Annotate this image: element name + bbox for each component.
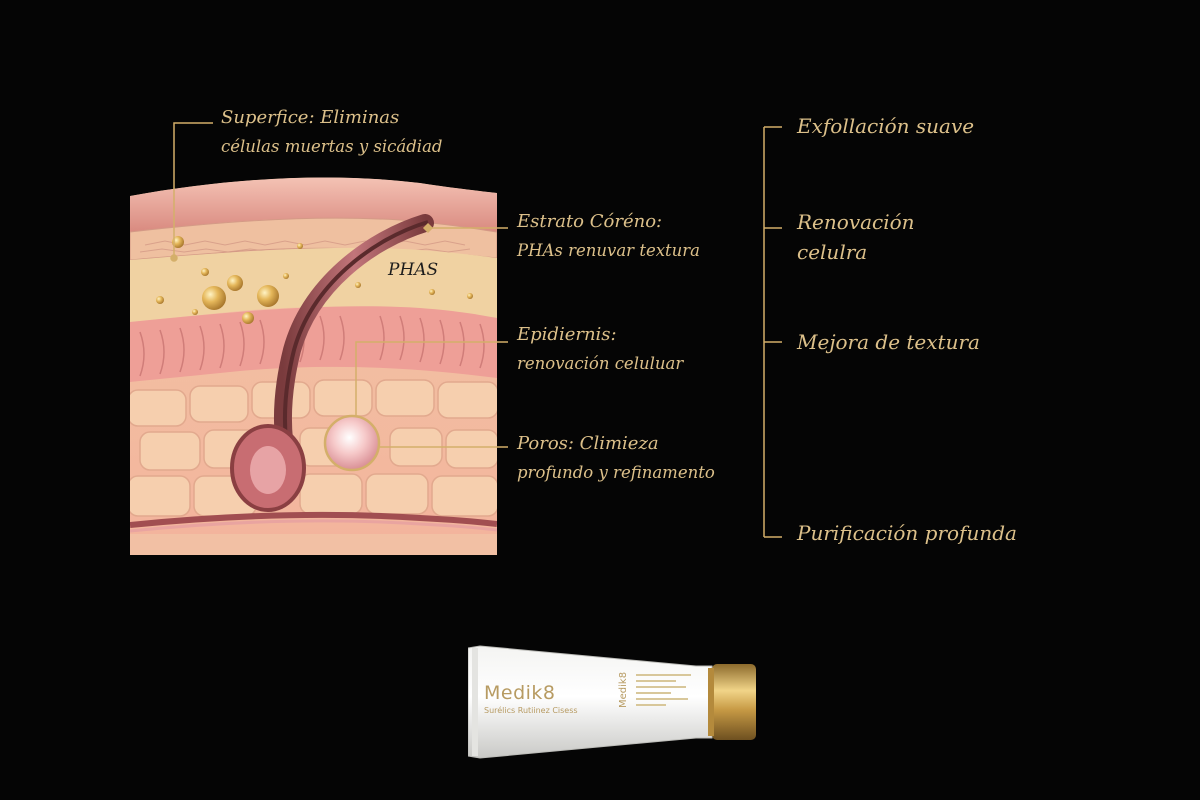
skin-layers: [130, 177, 497, 555]
hair-follicle: [230, 214, 434, 512]
product-fine-print: [636, 670, 696, 732]
product-brand: Medik8: [484, 682, 556, 704]
leader-lines: [170, 122, 508, 448]
benefits-bracket: [763, 126, 782, 538]
annotation-pores: Poros: Climieza profundo y refinamento: [517, 433, 715, 482]
annotation-epidermis: Epidiernis: renovación celuluar: [517, 324, 684, 373]
annotation-stratum-corneum: Estrato Córéno: PHAs renuvar textura: [517, 211, 700, 260]
pha-bubbles: [156, 236, 473, 324]
product-tube: Medik8 Surélics Rutiinez Cisess Medik8: [468, 642, 758, 762]
product-subtitle: Surélics Rutiinez Cisess: [484, 706, 578, 715]
annotation-surface: Superfice: Eliminas células muertas y si…: [221, 107, 443, 156]
benefit-exfoliation: Exfollación suave: [797, 114, 975, 138]
phas-label: PHAS: [388, 260, 439, 280]
pore-icon: [323, 414, 381, 472]
benefit-renewal: Renovación celulra: [797, 210, 915, 264]
product-side-brand: Medik8: [618, 671, 629, 708]
benefit-texture: Mejora de textura: [797, 330, 980, 354]
benefit-purification: Purificación profunda: [797, 521, 1017, 545]
